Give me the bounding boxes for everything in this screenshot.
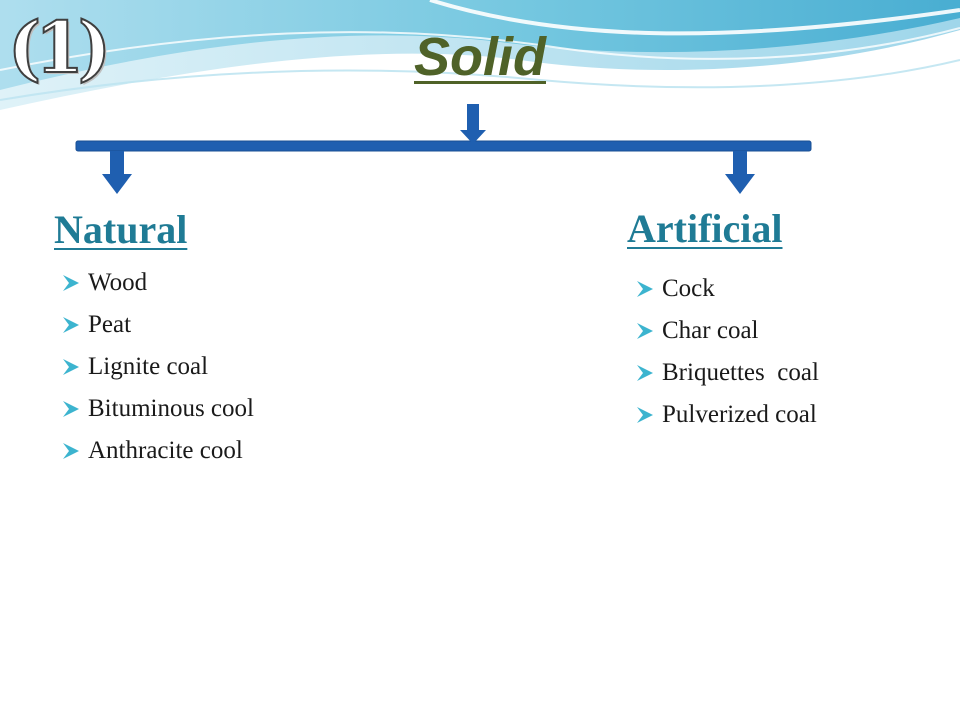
list-item-label: Char coal (662, 317, 759, 344)
list-item: Char coal (634, 310, 819, 352)
list-item-label: Cock (662, 275, 715, 302)
arrowhead-bullet-icon (637, 323, 653, 339)
list-item: Wood (60, 262, 254, 304)
list-item: Peat (60, 304, 254, 346)
list-item: Lignite coal (60, 346, 254, 388)
natural-list: Wood Peat Lignite coal Bituminous cool A… (60, 262, 254, 472)
artificial-list: Cock Char coal Briquettes coal Pulverize… (634, 268, 819, 436)
heading-natural: Natural (54, 207, 188, 252)
arrowhead-bullet-icon (63, 317, 79, 333)
list-item-label: Briquettes coal (662, 359, 819, 386)
heading-artificial: Artificial (627, 206, 783, 251)
list-item: Briquettes coal (634, 352, 819, 394)
arrowhead-bullet-icon (63, 275, 79, 291)
list-item: Bituminous cool (60, 388, 254, 430)
down-arrow-icon (460, 104, 486, 144)
list-item: Cock (634, 268, 819, 310)
arrowhead-bullet-icon (63, 401, 79, 417)
arrowhead-bullet-icon (637, 407, 653, 423)
list-item-label: Bituminous cool (88, 395, 254, 422)
slide-number: (1) (7, 5, 112, 90)
list-item-label: Pulverized coal (662, 401, 817, 428)
down-arrow-icon (725, 151, 755, 194)
list-item: Pulverized coal (634, 394, 819, 436)
horizontal-bar (75, 140, 812, 152)
down-arrow-icon (102, 151, 132, 194)
list-item-label: Lignite coal (88, 353, 209, 380)
arrowhead-bullet-icon (63, 359, 79, 375)
list-item: Anthracite cool (60, 430, 254, 472)
page-title: Solid (414, 27, 546, 87)
arrowhead-bullet-icon (637, 365, 653, 381)
arrowhead-bullet-icon (63, 443, 79, 459)
list-item-label: Anthracite cool (88, 437, 243, 464)
arrowhead-bullet-icon (637, 281, 653, 297)
list-item-label: Wood (88, 269, 148, 296)
list-item-label: Peat (88, 311, 132, 338)
